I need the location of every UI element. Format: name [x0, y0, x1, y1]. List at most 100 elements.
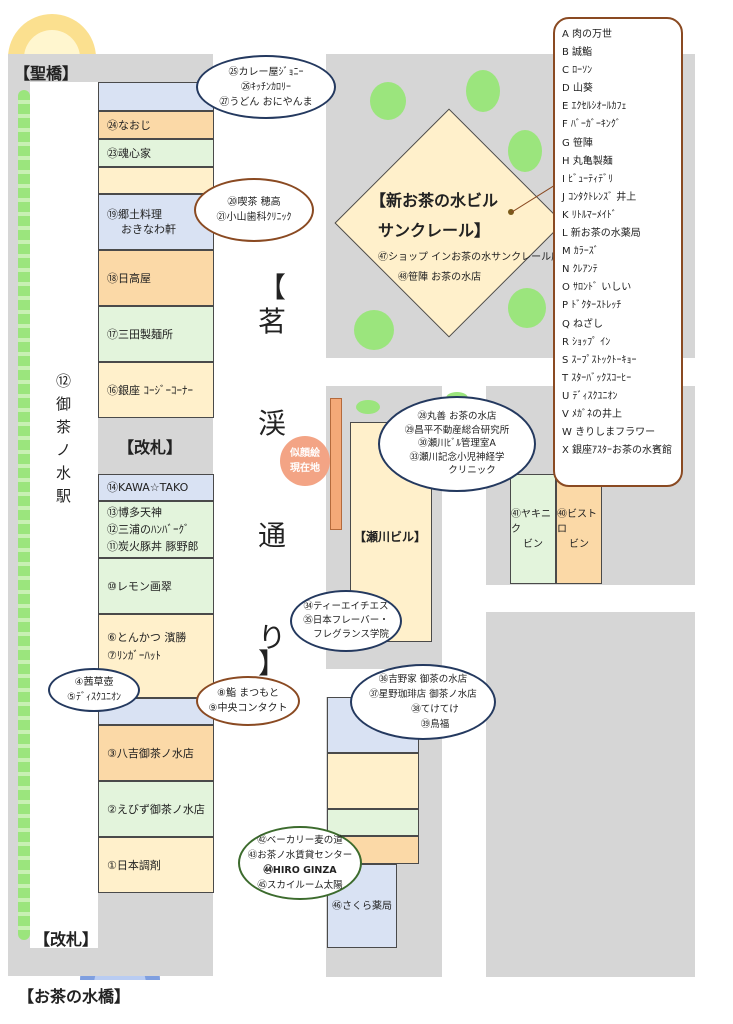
block-40-label-1: ㊵ビストロ: [557, 508, 597, 535]
sunclair-shop-47: ㊼ショップ インお茶の水サンクレール店: [378, 252, 562, 263]
sasegawa-building-label: 【瀬川ビル】: [354, 530, 427, 544]
block-24[interactable]: ㉔なおじ: [98, 111, 214, 139]
current-location-label-1: 似顔絵: [290, 448, 320, 459]
block-10[interactable]: ⑩レモン画翠: [98, 558, 214, 614]
block-17[interactable]: ⑰三田製麺所: [98, 306, 214, 362]
bubble-top[interactable]: ㉕カレー屋ｼﾞｮﾆｰ ㉖ｷｯﾁﾝｶﾛﾘｰ ㉗うどん おにやんま: [196, 55, 336, 119]
tree-icon: [354, 310, 394, 350]
block-46-label: ㊻さくら薬局: [332, 900, 392, 912]
block-3[interactable]: ③八吉御茶ノ水店: [98, 725, 214, 781]
bubble-28-line: ㉘丸善 お茶の水店: [417, 411, 497, 423]
block-7-label: ⑦ﾘﾝｶﾞｰﾊｯﾄ: [107, 649, 161, 662]
sunclair-shop-48: ㊽笹陣 お茶の水店: [398, 272, 482, 283]
bubble-top-line-1: ㉕カレー屋ｼﾞｮﾆｰ: [228, 66, 304, 78]
station-label-3: ノ: [56, 441, 72, 459]
legend-item-m: M ｶﾗｰｽﾞ: [562, 246, 599, 258]
hijiribashi-label: 【聖橋】: [14, 64, 79, 83]
legend-item-b: B 誠鮨: [562, 47, 593, 59]
legend-item-x: X 銀座ｱｽﾀｰお茶の水賓館: [562, 445, 673, 457]
block-16[interactable]: ⑯銀座 ｺｰｼﾞｰｺｰﾅｰ: [98, 362, 214, 418]
bubble-8-line: ⑧鮨 まつもと: [217, 688, 279, 699]
bubble-4-5[interactable]: ④茜草壺 ⑤ﾃﾞｨｽｸﾕﾆｵﾝ: [48, 668, 140, 712]
block-14[interactable]: ⑭KAWA☆TAKO: [98, 474, 214, 501]
bubble-30-line: ㉚瀬川ﾋﾞﾙ管理室A: [418, 438, 496, 450]
legend-item-a: A 肉の万世: [562, 29, 613, 40]
station-label-4: 水: [56, 464, 72, 482]
bubble-42-45[interactable]: ㊷ベーカリー麦の道 ㊸お茶ノ水賃貸センター ㊹HIRO GINZA ㊺スカイルー…: [238, 826, 362, 900]
bubble-top-line-3: ㉗うどん おにやんま: [219, 96, 313, 108]
block-19[interactable]: ⑲郷土料理 おきなわ軒: [98, 194, 214, 250]
block-25-27[interactable]: [98, 82, 214, 111]
bubble-20-line: ⑳喫茶 穂高: [227, 197, 281, 208]
station-label: ⑫ 御 茶 ノ 水 駅: [56, 370, 71, 508]
block-41-label-2: ビン: [523, 538, 543, 550]
bubble-29-line: ㉙昌平不動産総合研究所: [404, 424, 510, 436]
legend-item-d: D 山葵: [562, 83, 593, 95]
street-label-5: 】: [257, 647, 286, 680]
legend-item-t: T ｽﾀｰﾊﾞｯｸｽｺｰﾋｰ: [562, 372, 632, 384]
bubble-5-line: ⑤ﾃﾞｨｽｸﾕﾆｵﾝ: [67, 692, 121, 703]
current-location-marker[interactable]: 似顔絵 現在地: [280, 436, 330, 486]
bubble-33-line: ㉝瀬川記念小児神経学: [409, 451, 505, 463]
block-lower-cream[interactable]: [327, 753, 419, 809]
block-23-label: ㉓魂心家: [107, 146, 151, 160]
block-13-label: ⑬博多天神: [107, 506, 162, 519]
bubble-44-line: ㊹HIRO GINZA: [263, 865, 337, 876]
block-6-label: ⑥とんかつ 濱勝: [107, 631, 187, 644]
station-label-0: ⑫: [56, 372, 72, 390]
block-40-label-2: ビン: [569, 538, 589, 550]
kaisatsu-bottom-label: 【改札】: [34, 930, 99, 949]
legend-item-f: F ﾊﾞｰｶﾞｰｷﾝｸﾞ: [562, 119, 621, 131]
street-label-2: 渓: [257, 407, 286, 440]
block-1[interactable]: ①日本調剤: [98, 837, 214, 893]
legend-item-h: H 丸亀製麺: [562, 155, 613, 167]
legend-item-w: W きりしまフラワー: [562, 427, 656, 439]
block-16-label: ⑯銀座 ｺｰｼﾞｰｺｰﾅｰ: [107, 383, 193, 397]
block-11-13[interactable]: ⑬博多天神 ⑫三浦のﾊﾝﾊﾞｰｸﾞ ⑪炭火豚丼 豚野郎: [98, 501, 214, 558]
legend-item-p: P ﾄﾞｸﾀｰｽﾄﾚｯﾁ: [562, 300, 622, 312]
bubble-28-33[interactable]: ㉘丸善 お茶の水店 ㉙昌平不動産総合研究所 ㉚瀬川ﾋﾞﾙ管理室A ㉝瀬川記念小児…: [378, 396, 536, 492]
sunclair-shops: ㊼ショップ インお茶の水サンクレール店 ㊽笹陣 お茶の水店: [378, 248, 561, 288]
bubble-21-line: ㉑小山歯科ｸﾘﾆｯｸ: [216, 212, 292, 223]
block-20-21[interactable]: [98, 167, 214, 194]
bubble-36-39[interactable]: ㊱吉野家 御茶の水店 ㊲星野珈琲店 御茶ノ水店 ㊳てけてけ ㊴鳥福: [350, 664, 496, 740]
station-concourse: [30, 82, 98, 948]
tree-icon: [370, 82, 406, 120]
block-17-label: ⑰三田製麺所: [107, 327, 173, 341]
hedge: [18, 90, 30, 940]
legend-item-q: Q ねざし: [562, 318, 604, 330]
sunclair-title-1: 【新お茶の水ビル: [369, 191, 498, 210]
block-23[interactable]: ㉓魂心家: [98, 139, 214, 167]
block-40[interactable]: ㊵ビストロ ビン: [556, 474, 602, 584]
block-1-label: ①日本調剤: [107, 858, 161, 872]
block-19-label-2: おきなわ軒: [121, 223, 176, 236]
bubble-34-35[interactable]: ㉞ティーエイチエス ㉟日本フレーバー・ フレグランス学院: [290, 590, 402, 652]
bubble-20-21[interactable]: ⑳喫茶 穂高 ㉑小山歯科ｸﾘﾆｯｸ: [194, 178, 314, 242]
block-2-label: ②えびず御茶ノ水店: [107, 802, 205, 816]
bubble-45-line: ㊺スカイルーム太陽: [257, 880, 343, 891]
block-14-label: ⑭KAWA☆TAKO: [107, 481, 189, 494]
block-12-label: ⑫三浦のﾊﾝﾊﾞｰｸﾞ: [107, 523, 190, 536]
bubble-8-9[interactable]: ⑧鮨 まつもと ⑨中央コンタクト: [196, 676, 300, 726]
bubble-36-line: ㊱吉野家 御茶の水店: [378, 674, 468, 685]
block-24-label: ㉔なおじ: [107, 118, 151, 132]
tree-icon: [508, 130, 542, 172]
tree-icon: [466, 70, 500, 112]
block-11-label: ⑪炭火豚丼 豚野郎: [107, 540, 199, 553]
road-area-lower-right: [486, 612, 695, 977]
legend-item-u: U ﾃﾞｨｽｸﾕﾆｵﾝ: [562, 390, 618, 402]
legend-item-k: K ﾘﾄﾙﾏｰﾒｲﾄﾞ: [562, 209, 617, 221]
sunclair-title: 【新お茶の水ビル サンクレール】: [334, 186, 534, 246]
bubble-39-line: ㊴鳥福: [420, 719, 450, 730]
block-18[interactable]: ⑱日高屋: [98, 250, 214, 306]
block-lower-green[interactable]: [327, 809, 419, 836]
bubble-33-line-2: クリニック: [448, 465, 496, 477]
legend-panel: A 肉の万世 B 誠鮨 C ﾛｰｿﾝ D 山葵 E ｴｸｾﾙｼｵｰﾙｶﾌｪ F …: [553, 17, 683, 487]
block-2[interactable]: ②えびず御茶ノ水店: [98, 781, 214, 837]
street-label-3: 通: [257, 519, 286, 552]
sasegawa-pillar: [330, 398, 342, 530]
legend-item-j: J ｺﾝﾀｸﾄﾚﾝｽﾞ 井上: [562, 191, 637, 203]
legend-item-i: I ﾋﾞｭｰﾃｨﾃﾞﾘ: [562, 173, 614, 185]
block-41[interactable]: ㊶ヤキニク ビン: [510, 474, 556, 584]
bubble-9-line: ⑨中央コンタクト: [208, 703, 288, 714]
